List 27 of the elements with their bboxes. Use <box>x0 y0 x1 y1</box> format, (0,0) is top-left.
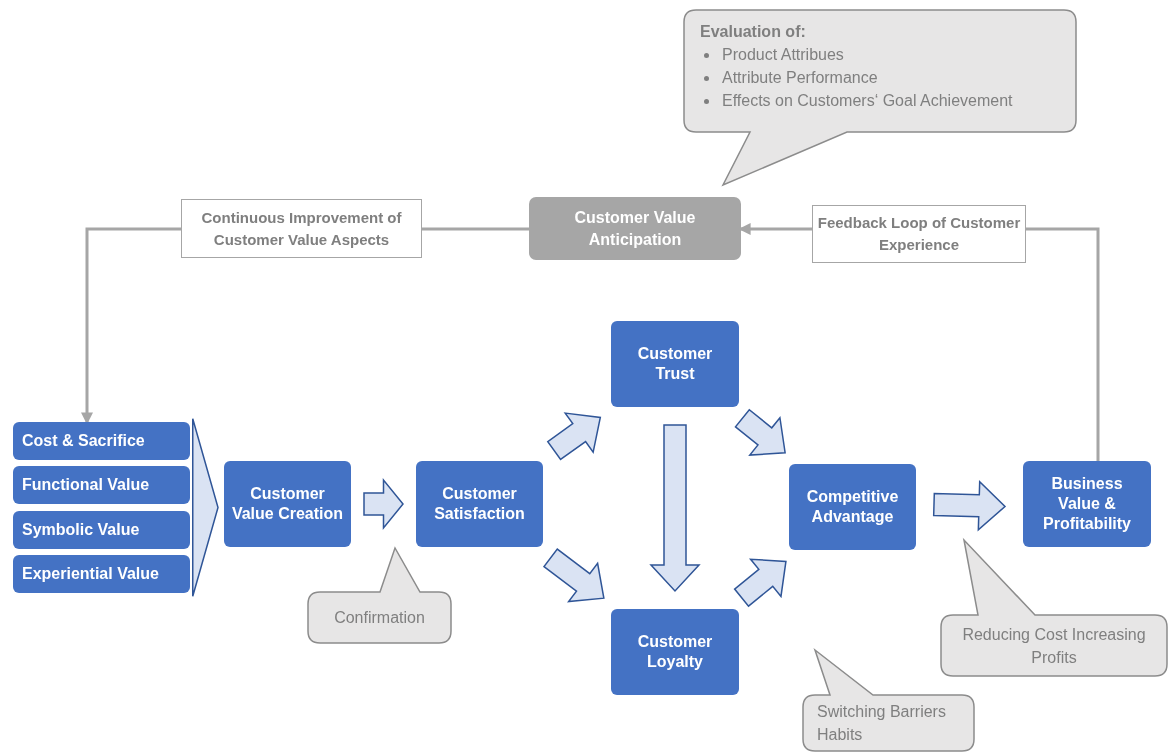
block-arrow <box>734 408 786 456</box>
value-box: Functional Value <box>13 466 190 504</box>
value-box: Experiential Value <box>13 555 190 593</box>
callout-heading: Evaluation of: <box>700 22 807 42</box>
process-box: Business Value & Profitability <box>1023 461 1151 547</box>
block-arrow <box>546 412 602 461</box>
block-arrow <box>542 548 605 603</box>
value-box: Cost & Sacrifice <box>13 422 190 460</box>
highlight-box: Customer Value Anticipation <box>529 197 741 260</box>
process-box: Customer Value Creation <box>224 461 351 547</box>
block-arrow <box>363 477 404 531</box>
block-arrow <box>649 424 701 593</box>
process-box: Customer Trust <box>611 321 739 407</box>
bullet-item: Effects on Customers‘ Goal Achievement <box>700 89 1060 112</box>
callout-text: Switching Barriers Habits <box>817 702 947 745</box>
bullet-item: Attribute Performance <box>700 66 1060 89</box>
edge-label: Feedback Loop of Customer Experience <box>812 205 1026 263</box>
callout-text: Reducing Cost Increasing Profits <box>961 624 1147 668</box>
process-box: Customer Satisfaction <box>416 461 543 547</box>
block-arrow <box>932 480 1007 532</box>
process-box: Competitive Advantage <box>789 464 916 550</box>
process-box: Customer Loyalty <box>611 609 739 695</box>
block-arrow <box>733 558 787 608</box>
value-box: Symbolic Value <box>13 511 190 549</box>
bullet-item: Product Attribues <box>700 43 1060 66</box>
edge-label: Continuous Improvement of Customer Value Aspects <box>181 199 422 258</box>
callout-text: Confirmation <box>334 608 425 628</box>
